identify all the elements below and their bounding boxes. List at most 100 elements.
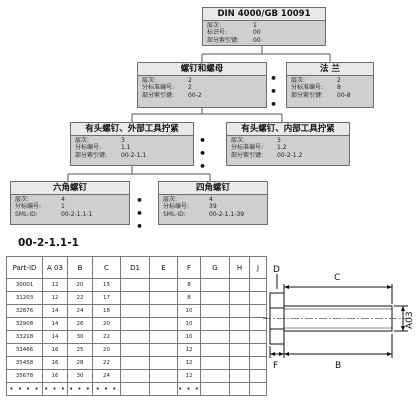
row-key: 部分索引键: (207, 36, 240, 44)
column-header: Part-ID (6, 256, 43, 279)
dim-label-c: C (334, 273, 340, 283)
node-title: 四角螺钉 (159, 182, 267, 195)
table-cell (200, 356, 230, 370)
row-value: 00 (253, 29, 261, 37)
node-title: 六角螺钉 (11, 182, 129, 195)
row-key: 分标准编号: (231, 144, 264, 152)
row-key: 层次: (163, 196, 178, 203)
row-value: 1 (61, 203, 65, 211)
row-value: 4 (209, 196, 213, 203)
node-title: DIN 4000/GB 10091 (203, 8, 325, 21)
column-header: H (229, 256, 250, 279)
table-cell: 14 (42, 330, 68, 344)
table-cell (229, 291, 250, 305)
table-cell: 10 (177, 317, 201, 331)
table-cell: 31203 (6, 291, 43, 305)
dim-label-f: F (273, 361, 278, 371)
table-cell (229, 382, 250, 396)
node-title: 有头螺钉、外部工具拧紧 (71, 123, 193, 136)
table-cell: 10 (177, 304, 201, 318)
node-title: 有头螺钉、内部工具拧紧 (227, 123, 349, 136)
row-value: 00-8 (337, 91, 351, 99)
ellipsis-level3: • • • (199, 134, 208, 173)
table-cell (200, 304, 230, 318)
table-cell (149, 382, 178, 396)
table-cell: 12 (177, 343, 201, 357)
row-value: 2 (337, 77, 341, 84)
table-cell (149, 330, 178, 344)
table-cell (200, 330, 230, 344)
row-key: 层次: (291, 77, 306, 84)
table-cell: 17 (92, 291, 121, 305)
table-cell: 32908 (6, 317, 43, 331)
table-cell (149, 304, 178, 318)
table-cell: • • • (177, 382, 201, 396)
row-key: SML-ID: (15, 210, 38, 218)
table-cell: 30 (67, 330, 93, 344)
table-cell: 8 (177, 278, 201, 292)
table-cell: 12 (42, 278, 68, 292)
bolt-drawing: D C F B A03 (263, 265, 414, 371)
ellipsis-level2: • • • (270, 72, 279, 111)
row-key: 分标准编号: (291, 84, 324, 92)
table-cell (229, 330, 250, 344)
row-value: 3 (121, 137, 125, 144)
table-cell (120, 356, 150, 370)
row-value: 39 (209, 203, 217, 211)
row-key: 分标编号: (75, 144, 102, 152)
row-value: 00-2-1.2 (277, 151, 303, 159)
table-cell: 12 (42, 291, 68, 305)
table-cell: 14 (42, 317, 68, 331)
row-value: 2 (188, 84, 192, 92)
row-value: 00-2-1.1-1 (61, 210, 93, 218)
node-title: 法 兰 (287, 63, 373, 76)
table-cell (120, 291, 150, 305)
connector-lines (67, 46, 331, 181)
table-cell (120, 330, 150, 344)
row-key: 层次: (231, 137, 246, 144)
table-cell: 24 (67, 304, 93, 318)
dim-label-a03: A03 (405, 311, 414, 329)
table-cell: • • • (42, 382, 68, 396)
table-cell (229, 278, 250, 292)
node-din4000: DIN 4000/GB 10091 层次:1 标识号:00 部分索引键:00 (202, 7, 326, 46)
table-cell: 16 (42, 356, 68, 370)
table-cell (120, 317, 150, 331)
table-cell: 24 (92, 369, 121, 383)
table-cell: 20 (92, 317, 121, 331)
table-cell (120, 382, 150, 396)
column-header: D1 (120, 256, 150, 279)
row-key: 部分索引键: (231, 151, 264, 159)
table-cell (149, 291, 178, 305)
row-key: 部分索引键: (291, 91, 324, 99)
table-cell: 12 (177, 356, 201, 370)
table-cell: 8 (177, 291, 201, 305)
row-value: 00 (253, 36, 261, 44)
row-key: SML-ID: (163, 210, 186, 218)
table-cell (149, 369, 178, 383)
selected-code-label: 00-2-1.1-1 (18, 237, 79, 249)
row-value: 4 (61, 196, 65, 203)
table-cell (229, 343, 250, 357)
row-value: 2 (188, 77, 192, 84)
dim-label-d: D (273, 265, 280, 275)
table-cell: • • • (92, 382, 121, 396)
table-cell: 12 (177, 369, 201, 383)
table-cell (149, 356, 178, 370)
table-cell: 10 (177, 330, 201, 344)
table-row[interactable]: • • • •• • •• • •• • •• • • (6, 382, 267, 396)
row-key: 分标编号: (15, 203, 42, 211)
table-cell: 16 (42, 343, 68, 357)
table-cell: 25 (67, 343, 93, 357)
table-cell (200, 343, 230, 357)
row-value: 8 (337, 84, 341, 92)
